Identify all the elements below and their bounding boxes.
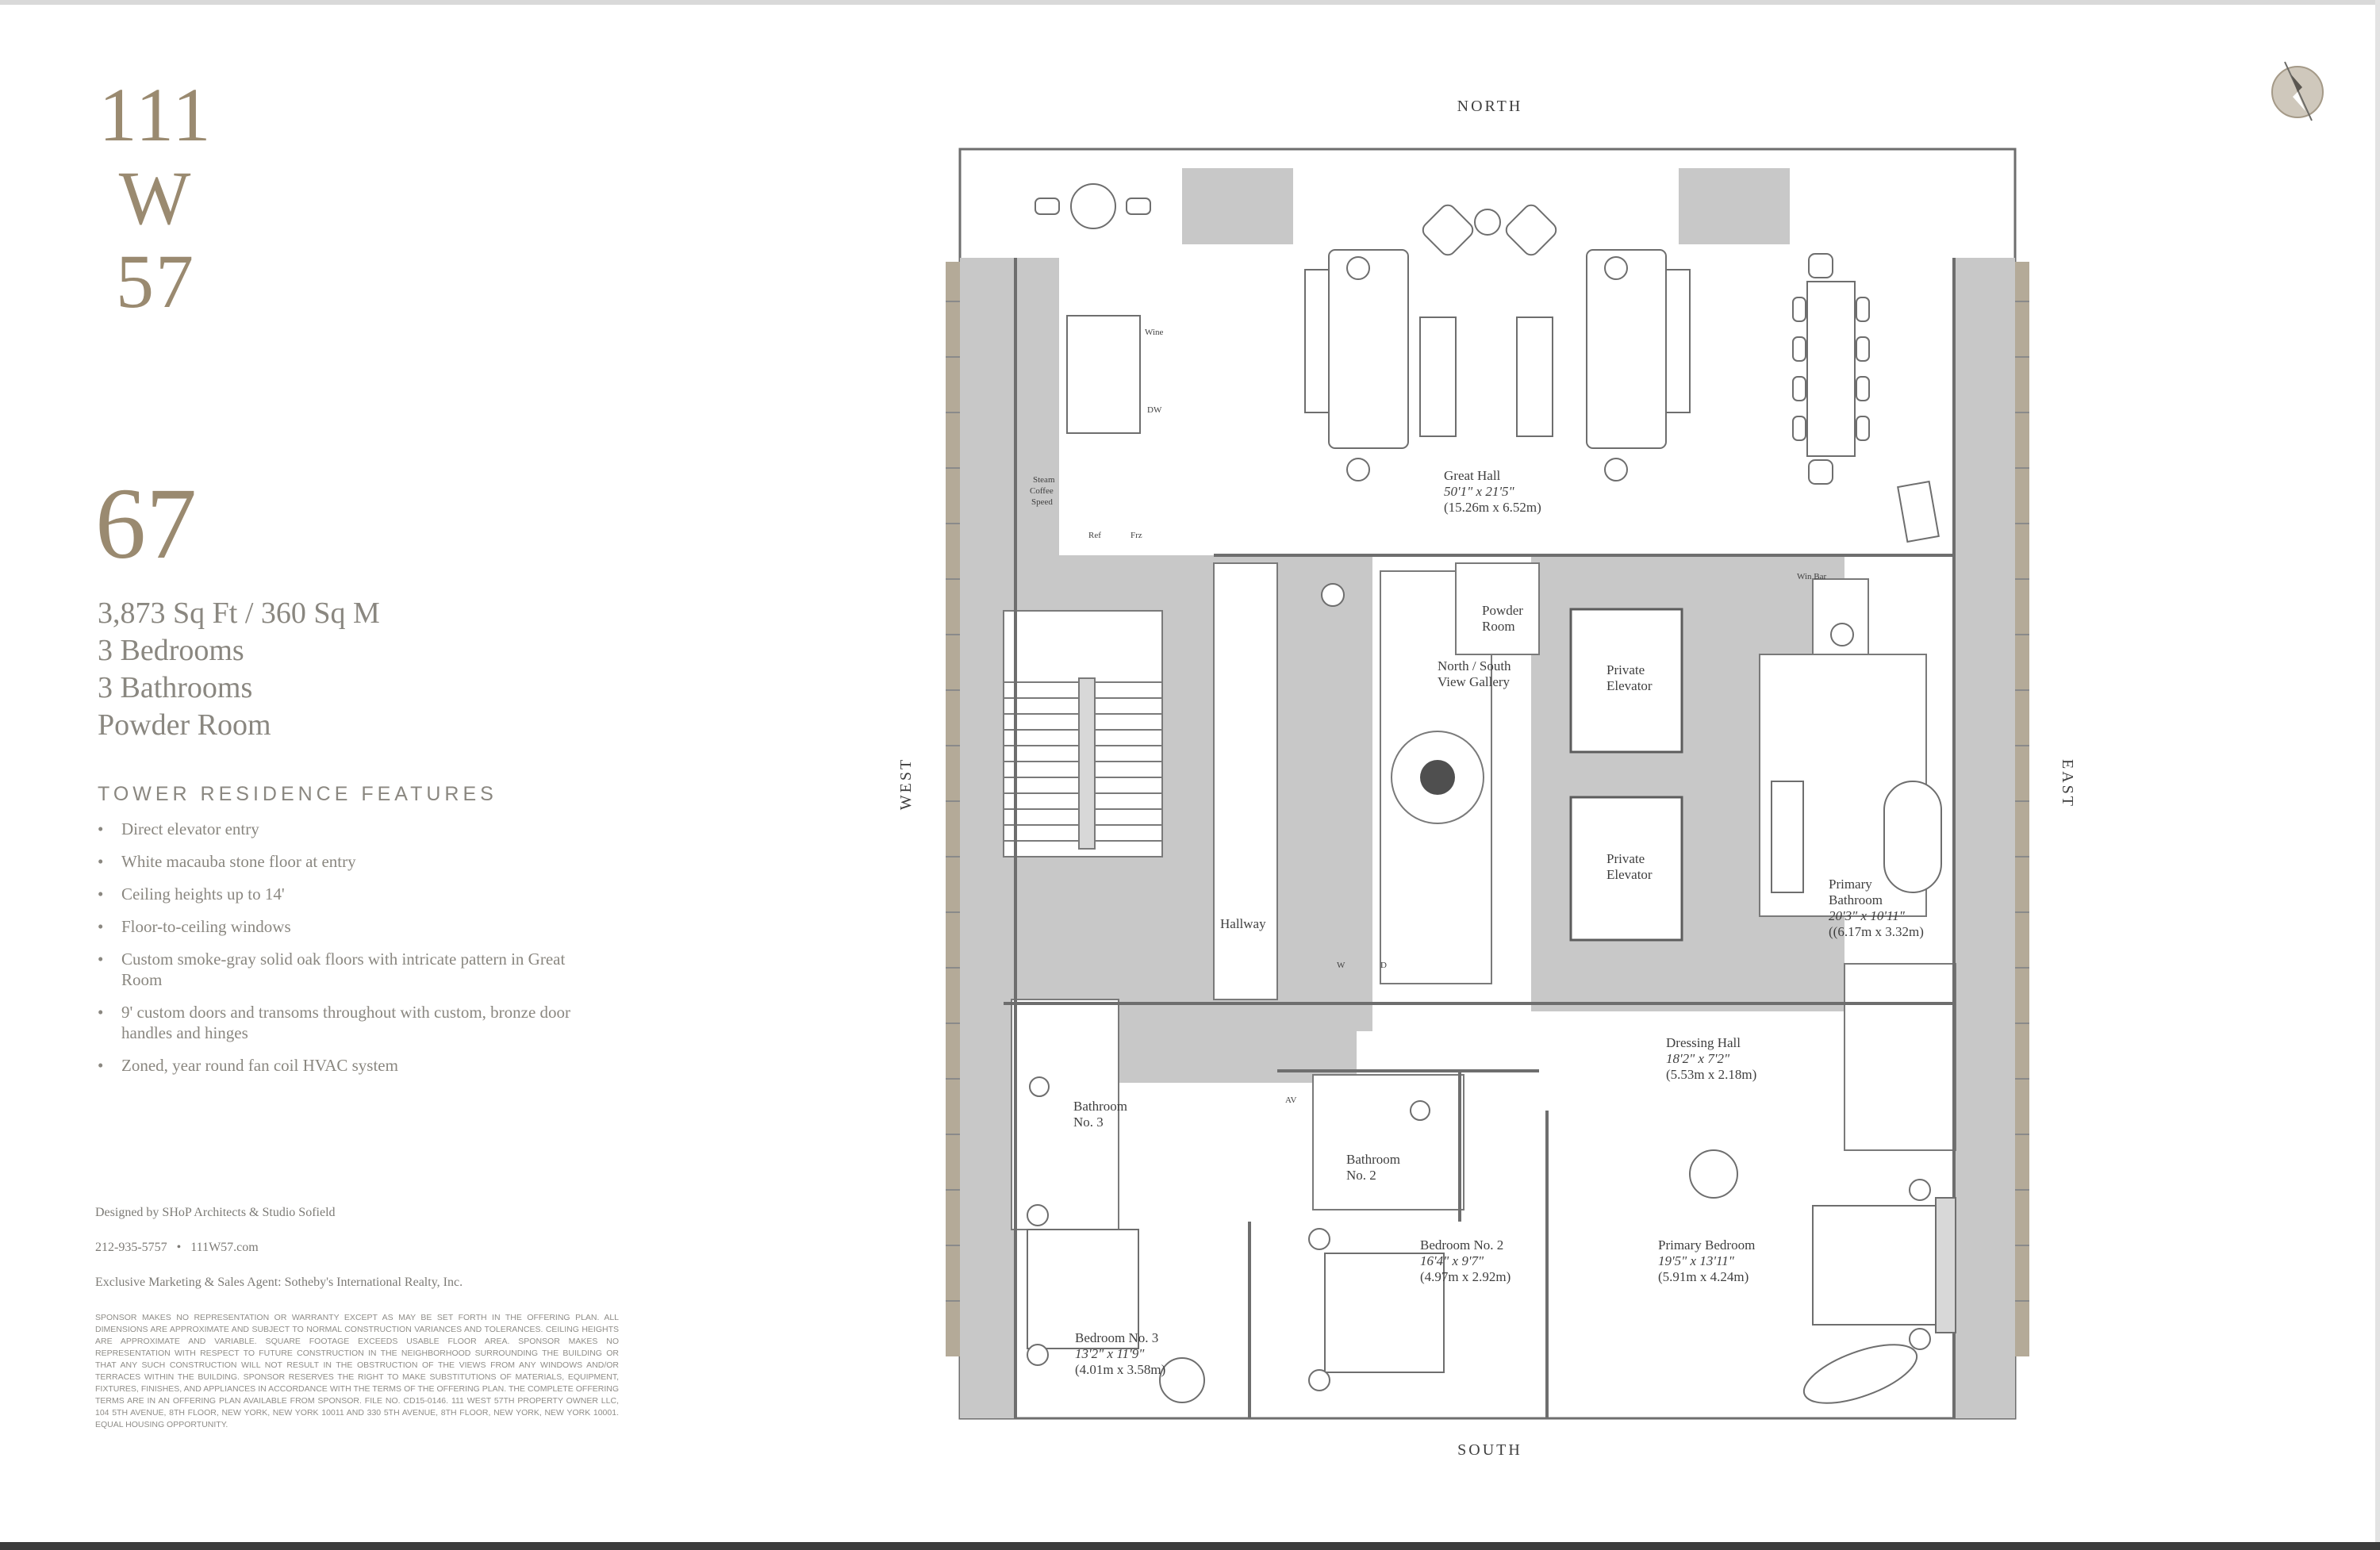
feature-item: Direct elevator entry (98, 819, 574, 839)
compass-icon (2271, 61, 2324, 121)
address-line-2: W (118, 155, 193, 240)
address-line-1: 111 (98, 72, 213, 157)
spec-bedrooms: 3 Bedrooms (98, 634, 244, 667)
hallway-label: Hallway (1220, 916, 1266, 931)
dressing-hall-label: Dressing Hall (1666, 1035, 1741, 1050)
primary-bed-metric: (5.91m x 4.24m) (1658, 1269, 1749, 1284)
window-mullions (946, 301, 2029, 1302)
gallery-label: North / South (1438, 658, 1511, 673)
bed2-dim: 16'4" x 9'7" (1420, 1253, 1484, 1268)
east-label: EAST (2059, 759, 2076, 808)
primary-bath-label-2: Bathroom (1829, 892, 1883, 907)
sales-agent: Exclusive Marketing & Sales Agent: Sothe… (95, 1276, 463, 1289)
ref-label: Ref (1088, 531, 1101, 540)
room-labels: Great Hall 50'1" x 21'5" (15.26m x 6.52m… (1073, 468, 1924, 1377)
west-label: WEST (897, 758, 915, 810)
dw-label: DW (1147, 405, 1162, 415)
spec-area: 3,873 Sq Ft / 360 Sq M (98, 597, 380, 630)
frz-label: Frz (1130, 531, 1142, 540)
elevator-2-label-2: Elevator (1606, 867, 1653, 882)
legal-disclaimer: SPONSOR MAKES NO REPRESENTATION OR WARRA… (95, 1313, 619, 1429)
speed-label: Speed (1031, 497, 1053, 507)
page-right-border (2375, 0, 2380, 1550)
dressing-hall-metric: (5.53m x 2.18m) (1666, 1067, 1756, 1082)
page-top-border (0, 0, 2380, 5)
bed3-metric: (4.01m x 3.58m) (1075, 1362, 1165, 1377)
elevator-1-label: Private (1606, 662, 1645, 677)
steam-label: Steam (1033, 475, 1055, 485)
av-label: AV (1285, 1095, 1297, 1105)
feature-item: Custom smoke-gray solid oak floors with … (98, 949, 574, 990)
residence-specs: 3,873 Sq Ft / 360 Sq M 3 Bedrooms 3 Bath… (98, 595, 380, 744)
great-hall-metric: (15.26m x 6.52m) (1444, 500, 1541, 515)
south-label: SOUTH (1457, 1441, 1522, 1459)
residence-number: 67 (95, 467, 197, 580)
primary-bed-dim: 19'5" x 13'11" (1658, 1253, 1735, 1268)
wine-bar-label: Win Bar (1797, 572, 1826, 581)
bathroom-fixtures (1029, 583, 1942, 1121)
bed3-label: Bedroom No. 3 (1075, 1330, 1158, 1345)
contact-line: 212-935-5757 • 111W57.com (95, 1241, 619, 1255)
facade-columns (946, 262, 2029, 1356)
dryer-label: D (1380, 961, 1387, 970)
primary-bath-dim: 20'3" x 10'11" (1829, 908, 1906, 923)
spec-powder-room: Powder Room (98, 708, 271, 742)
sculpture-icon (1420, 760, 1455, 795)
bath2-label: Bathroom (1346, 1152, 1400, 1167)
phone-number: 212-935-5757 (95, 1241, 167, 1254)
stair (1003, 610, 1163, 857)
great-hall-dim: 50'1" x 21'5" (1444, 484, 1514, 499)
great-hall-furniture (1035, 183, 1940, 543)
primary-bath-label: Primary (1829, 877, 1872, 892)
powder-room-label: Powder (1482, 603, 1523, 618)
private-elevators (1569, 608, 1683, 942)
floor-plan: NORTH SOUTH WEST EAST (873, 79, 2158, 1475)
feature-item: Zoned, year round fan coil HVAC system (98, 1055, 574, 1076)
primary-bath-metric: ((6.17m x 3.32m) (1829, 924, 1924, 939)
building-address: 111 W 57 (76, 73, 235, 323)
website-link[interactable]: 111W57.com (190, 1241, 259, 1254)
dressing-hall-dim: 18'2" x 7'2" (1666, 1051, 1730, 1066)
bath3-label-2: No. 3 (1073, 1115, 1104, 1130)
feature-item: White macauba stone floor at entry (98, 851, 574, 872)
elevator-2-label: Private (1606, 851, 1645, 866)
feature-item: Floor-to-ceiling windows (98, 916, 574, 937)
features-list: Direct elevator entry White macauba ston… (98, 819, 574, 1088)
bath2-label-2: No. 2 (1346, 1168, 1376, 1183)
beds (1027, 1149, 1956, 1404)
designer-credit: Designed by SHoP Architects & Studio Sof… (95, 1206, 336, 1219)
washer-label: W (1337, 961, 1345, 970)
gallery-label-2: View Gallery (1438, 674, 1511, 689)
powder-room-label-2: Room (1482, 619, 1515, 634)
spec-bathrooms: 3 Bathrooms (98, 671, 253, 704)
elevator-1-label-2: Elevator (1606, 678, 1653, 693)
separator: • (176, 1241, 182, 1254)
primary-bed-label: Primary Bedroom (1658, 1237, 1755, 1253)
feature-item: 9' custom doors and transoms throughout … (98, 1002, 574, 1043)
bed2-label: Bedroom No. 2 (1420, 1237, 1503, 1253)
bed2-metric: (4.97m x 2.92m) (1420, 1269, 1511, 1284)
wine-label: Wine (1145, 328, 1163, 337)
coffee-label: Coffee (1030, 486, 1054, 496)
bed3-dim: 13'2" x 11'9" (1075, 1346, 1145, 1361)
features-title: TOWER RESIDENCE FEATURES (98, 783, 497, 805)
great-hall-label: Great Hall (1444, 468, 1501, 483)
address-line-3: 57 (116, 239, 195, 324)
bath3-label: Bathroom (1073, 1099, 1127, 1114)
page-bottom-border (0, 1542, 2380, 1550)
floor-plan-svg: NORTH SOUTH WEST EAST (897, 98, 2076, 1459)
feature-item: Ceiling heights up to 14' (98, 884, 574, 904)
appliance-labels: Wine DW Steam Coffee Speed Ref Frz Win B… (1030, 328, 1826, 1105)
north-label: NORTH (1457, 98, 1523, 115)
